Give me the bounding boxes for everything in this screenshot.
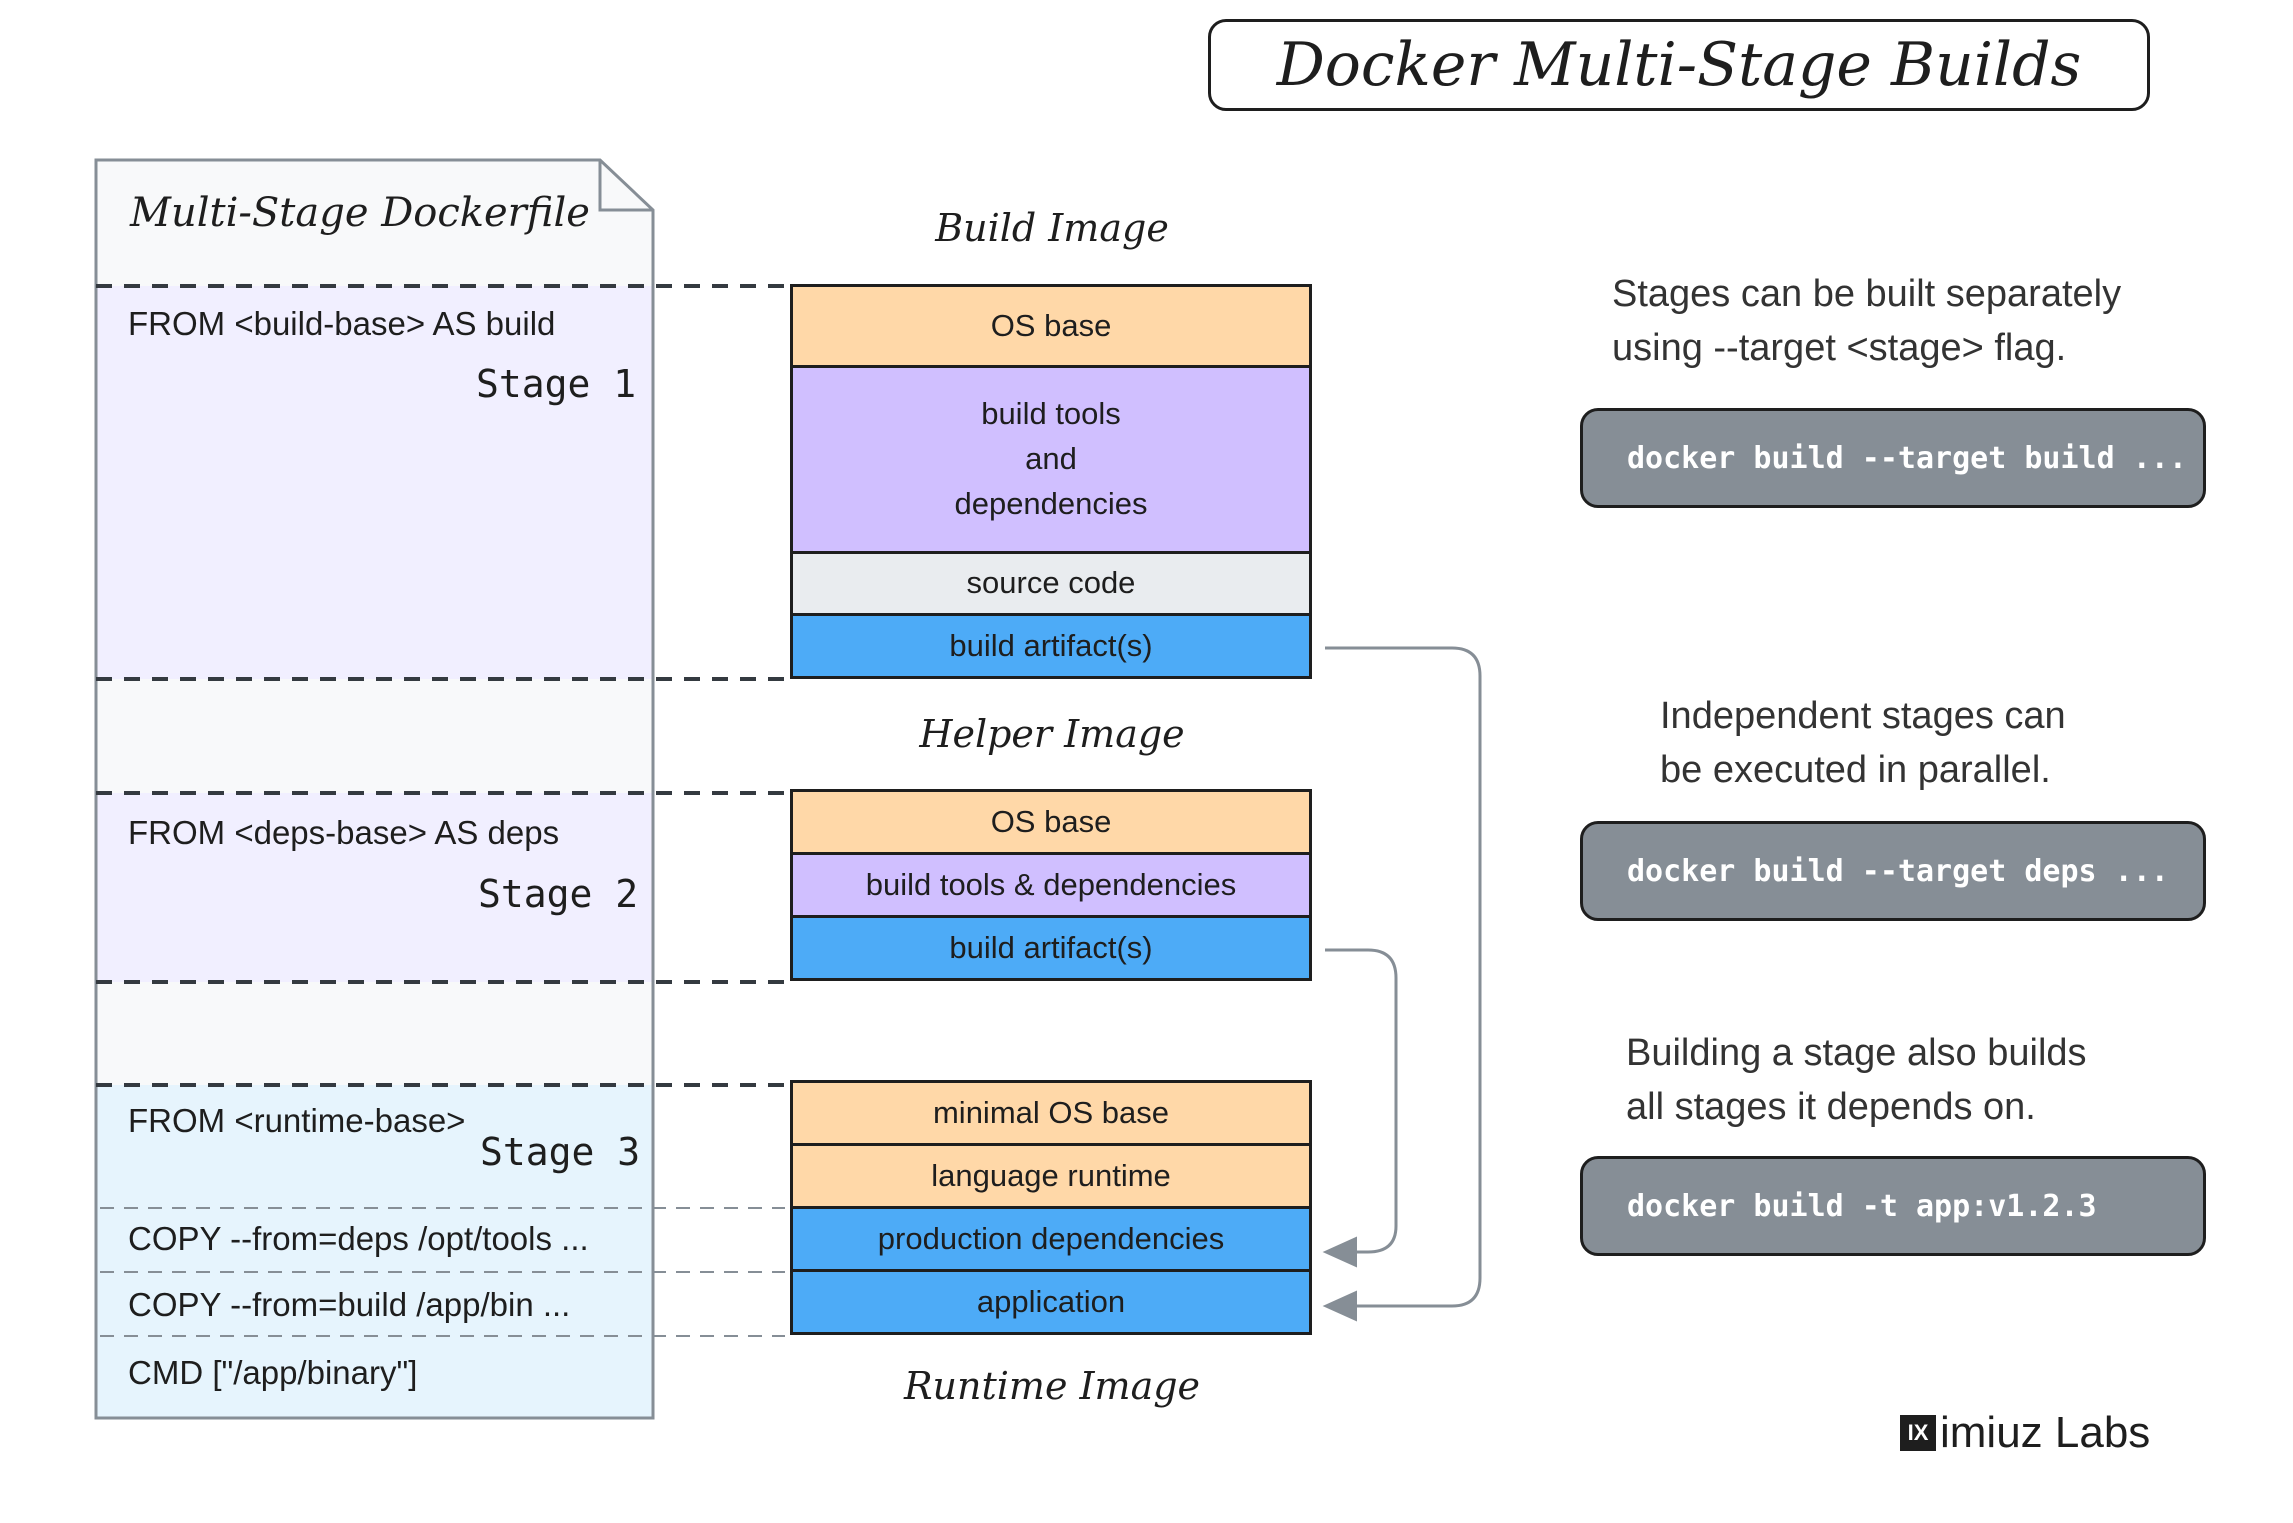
copy-arrows — [1325, 646, 1482, 1308]
build-artifact-arrow — [1325, 646, 1482, 1308]
runtime-layer-application: application — [790, 1269, 1312, 1335]
helper-layer-artifact: build artifact(s) — [790, 915, 1312, 981]
instruction-separators — [100, 1207, 785, 1337]
arrow-head-prod-deps — [1322, 1236, 1357, 1268]
code-target-build: docker build --target build ... — [1580, 408, 2206, 508]
dockerfile-fold — [598, 160, 653, 212]
runtime-layer-prod-deps: production dependencies — [790, 1206, 1312, 1272]
stage1-from-instruction: FROM <build-base> AS build — [128, 305, 556, 342]
note-dependencies-line2: all stages it depends on. — [1626, 1085, 2036, 1128]
runtime-layer-minimal-os: minimal OS base — [790, 1080, 1312, 1146]
stage3-region — [97, 1085, 652, 1417]
arrow-heads — [1322, 1236, 1357, 1322]
build-tools-line2: and — [1025, 441, 1077, 477]
note-dependencies: Building a stage also builds all stages … — [1626, 1027, 2087, 1135]
copy-tools-instruction: COPY --from=deps /opt/tools ... — [128, 1220, 589, 1257]
note-parallel: Independent stages can be executed in pa… — [1660, 690, 2066, 798]
stage3-from-instruction: FROM <runtime-base> — [128, 1102, 466, 1139]
runtime-image-title: Runtime Image — [903, 1364, 1201, 1408]
dockerfile-label: Multi-Stage Dockerfile — [130, 190, 590, 236]
build-layer-build-tools: build tools and dependencies — [790, 365, 1312, 554]
build-image-title: Build Image — [935, 206, 1169, 250]
stage-separators — [96, 284, 790, 1087]
build-layer-artifact: build artifact(s) — [790, 613, 1312, 679]
note-parallel-line1: Independent stages can — [1660, 695, 2066, 737]
stage1-label: Stage 1 — [476, 362, 637, 406]
helper-image-title: Helper Image — [919, 712, 1185, 756]
cmd-instruction: CMD ["/app/binary"] — [128, 1354, 418, 1391]
note-dependencies-line1: Building a stage also builds — [1626, 1032, 2087, 1074]
helper-layer-os-base: OS base — [790, 789, 1312, 855]
stage3-label: Stage 3 — [480, 1130, 641, 1174]
build-layer-os-base: OS base — [790, 284, 1312, 368]
code-target-deps: docker build --target deps ... — [1580, 821, 2206, 921]
dockerfile-outline — [94, 158, 655, 1420]
build-tools-line3: dependencies — [954, 485, 1148, 521]
copy-bin-instruction: COPY --from=build /app/bin ... — [128, 1286, 571, 1323]
brand-name: imiuz Labs — [1940, 1408, 2151, 1457]
brand-logo-icon: IX — [1900, 1415, 1936, 1451]
note-build-target-line1: Stages can be built separately — [1612, 273, 2122, 315]
stage2-label: Stage 2 — [478, 872, 639, 916]
note-build-target: Stages can be built separately using --t… — [1612, 268, 2121, 376]
note-build-target-line2: using --target <stage> flag. — [1612, 326, 2067, 369]
runtime-layer-language-runtime: language runtime — [790, 1143, 1312, 1209]
helper-layer-build-tools: build tools & dependencies — [790, 852, 1312, 918]
stage2-region — [97, 793, 652, 982]
stage1-region — [97, 286, 652, 679]
brand-logo: IX imiuz Labs — [1900, 1408, 2150, 1458]
arrow-head-application — [1322, 1290, 1357, 1322]
stage2-from-instruction: FROM <deps-base> AS deps — [128, 814, 560, 851]
diagram-title: Docker Multi-Stage Builds — [1208, 19, 2150, 111]
note-parallel-line2: be executed in parallel. — [1660, 748, 2051, 791]
build-layer-source-code: source code — [790, 551, 1312, 616]
build-tools-line1: build tools — [981, 396, 1121, 432]
code-build-tag: docker build -t app:v1.2.3 — [1580, 1156, 2206, 1256]
helper-artifact-arrow — [1325, 948, 1398, 1254]
